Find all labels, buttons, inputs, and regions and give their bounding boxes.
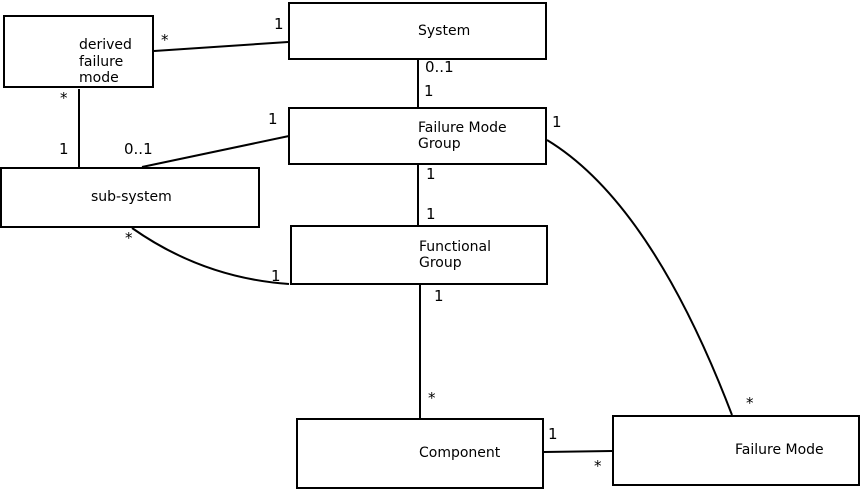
multiplicity-failure-mode-group-failure-mode-source: 1 xyxy=(552,113,562,131)
entity-label: Failure Mode Group xyxy=(418,119,507,153)
connector-derived-failure-mode-system xyxy=(153,41,289,52)
entity-derived-failure-mode: derived failure mode xyxy=(3,15,154,88)
entity-failure-mode: Failure Mode xyxy=(612,415,860,486)
entity-functional-group: Functional Group xyxy=(290,225,548,285)
connector-subsystem-failure-mode-group xyxy=(141,135,290,168)
connector-failure-mode-group-failure-mode xyxy=(546,139,733,416)
multiplicity-system-failure-mode-group-source: 0..1 xyxy=(425,58,454,76)
multiplicity-system-failure-mode-group-target: 1 xyxy=(424,82,434,100)
entity-system: System xyxy=(288,2,547,60)
entity-component: Component xyxy=(296,418,544,489)
entity-label: System xyxy=(418,22,471,39)
multiplicity-failure-mode-group-functional-group-source: 1 xyxy=(426,165,436,183)
entity-label: Functional Group xyxy=(419,238,492,272)
multiplicity-derived-failure-mode-system-source: * xyxy=(161,31,169,49)
connector-component-failure-mode xyxy=(543,450,613,453)
entity-label: Component xyxy=(419,445,501,462)
entity-sub-system: sub-system xyxy=(0,167,260,228)
entity-label: sub-system xyxy=(91,189,172,206)
multiplicity-component-failure-mode-source: 1 xyxy=(548,425,558,443)
multiplicity-failure-mode-group-functional-group-target: 1 xyxy=(426,205,436,223)
multiplicity-derived-failure-mode-system-target: 1 xyxy=(274,15,284,33)
multiplicity-subsystem-failure-mode-group-target: 1 xyxy=(268,110,278,128)
multiplicity-derived-failure-mode-subsystem-source: * xyxy=(60,89,68,107)
entity-label: Failure Mode xyxy=(735,442,824,459)
multiplicity-subsystem-functional-group-target: 1 xyxy=(271,267,281,285)
multiplicity-functional-group-component-target: * xyxy=(428,389,436,407)
multiplicity-subsystem-functional-group-source: * xyxy=(125,229,133,247)
entity-label: derived failure mode xyxy=(79,37,132,86)
multiplicity-failure-mode-group-failure-mode-target: * xyxy=(746,394,754,412)
multiplicity-subsystem-failure-mode-group-source: 0..1 xyxy=(124,140,153,158)
entity-failure-mode-group: Failure Mode Group xyxy=(288,107,547,165)
multiplicity-derived-failure-mode-subsystem-target: 1 xyxy=(59,140,69,158)
multiplicity-functional-group-component-source: 1 xyxy=(434,287,444,305)
connector-subsystem-functional-group xyxy=(131,227,290,285)
multiplicity-component-failure-mode-target: * xyxy=(594,457,602,475)
